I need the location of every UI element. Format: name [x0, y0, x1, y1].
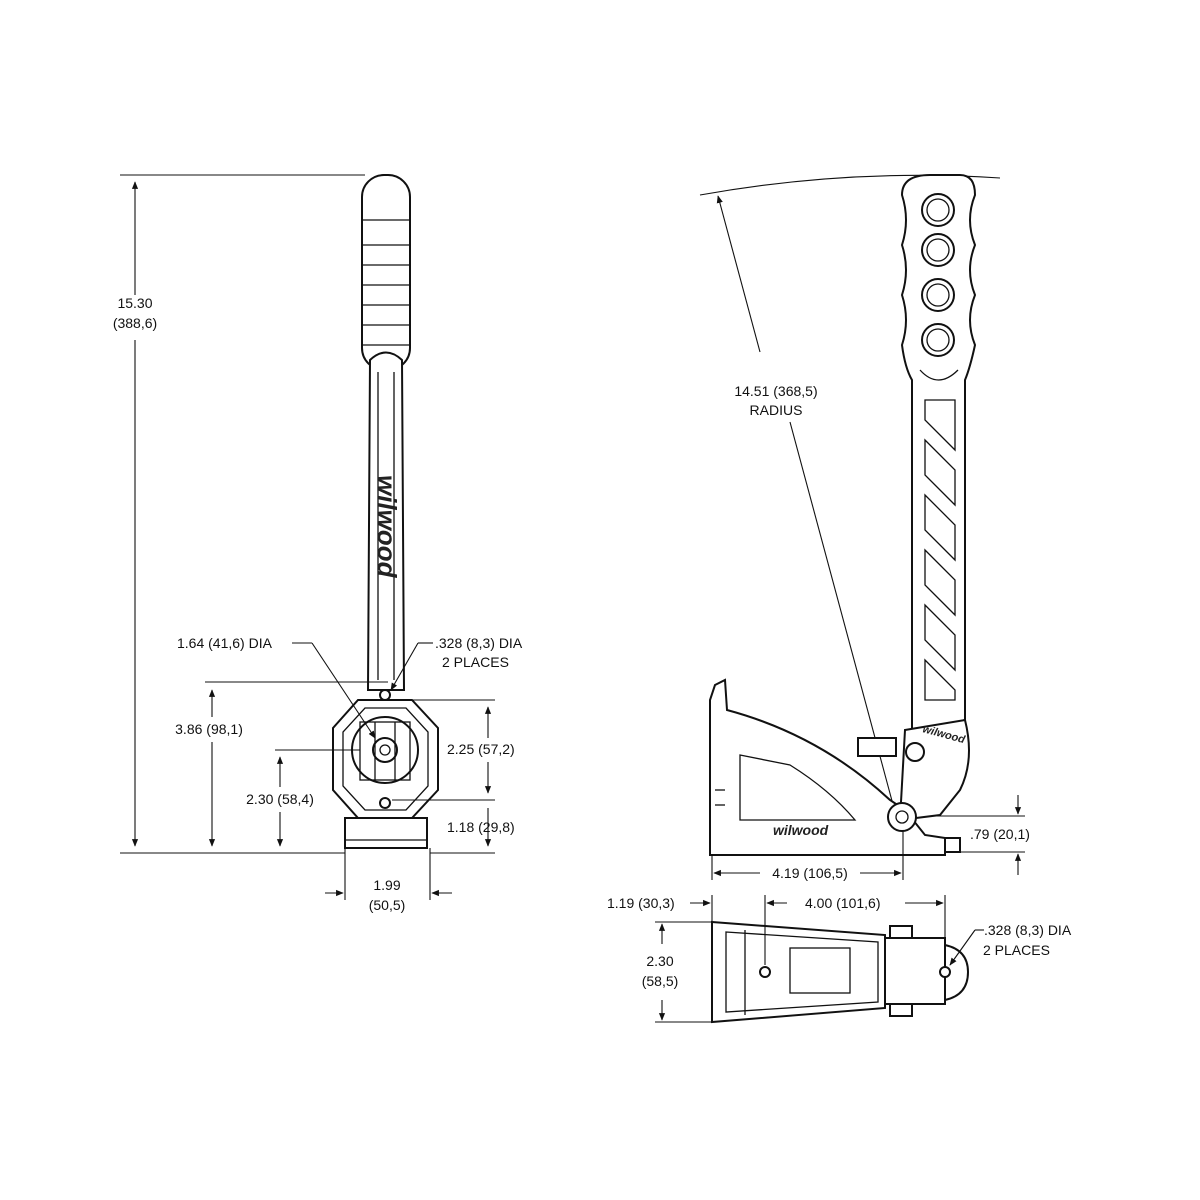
base-length-label: 4.19 (106,5) [772, 865, 848, 881]
side-logo-base: wilwood [773, 822, 829, 838]
overall-height-dimension [120, 174, 365, 854]
base-to-pivot-dimension [275, 749, 360, 847]
overall-height-metric-label: (388,6) [113, 315, 157, 331]
side-view: 14.51 (368,5) RADIUS wi [699, 174, 1030, 881]
hole-spacing-label: 2.25 (57,2) [447, 741, 515, 757]
top-horizontal-dimensions [690, 895, 946, 965]
radius-line [716, 195, 761, 353]
side-base-bracket: wilwood [709, 678, 961, 856]
hole-dia-leader [390, 642, 433, 691]
front-hole-dia-label: .328 (8,3) DIA [435, 635, 523, 651]
top-front-offset-label: 1.19 (30,3) [607, 895, 675, 911]
top-body [711, 920, 970, 1024]
side-main-pivot [887, 802, 917, 832]
front-logo: wilwood [372, 475, 402, 579]
top-view: 1.19 (30,3) 4.00 (101,6) 2.30 (58,5) .32… [607, 895, 1072, 1024]
side-pivot-body: wilwood [857, 718, 970, 822]
top-hole-dia-leader [949, 929, 984, 966]
radius-value-label: 14.51 (368,5) [734, 383, 817, 399]
base-height-label: .79 (20,1) [970, 826, 1030, 842]
side-handle [900, 174, 977, 737]
front-view: wilwood 15.30 (388,6) [113, 174, 523, 913]
pivot-dia-label: 1.64 (41,6) DIA [177, 635, 273, 651]
base-length-dimension [711, 830, 904, 880]
top-front-hole [759, 966, 771, 978]
base-to-pivot-label: 2.30 (58,4) [246, 791, 314, 807]
base-height-dimension [935, 795, 1025, 875]
front-hole-places-label: 2 PLACES [442, 654, 509, 670]
base-to-hole-dimension [430, 808, 495, 854]
top-width-label: 2.30 [646, 953, 673, 969]
radius-word-label: RADIUS [750, 402, 803, 418]
top-rear-hole [939, 966, 951, 978]
top-hole-spacing-label: 4.00 (101,6) [805, 895, 881, 911]
base-width-label: 1.99 [373, 877, 400, 893]
top-width-dimension [655, 921, 712, 1023]
top-hole-dia-label: .328 (8,3) DIA [984, 922, 1072, 938]
base-to-hole-label: 1.18 (29,8) [447, 819, 515, 835]
pivot-height-label: 3.86 (98,1) [175, 721, 243, 737]
pivot-dia-leader [292, 642, 376, 739]
front-top-hole [379, 689, 391, 701]
base-width-metric-label: (50,5) [369, 897, 406, 913]
top-hole-places-label: 2 PLACES [983, 942, 1050, 958]
front-lever-shaft [366, 351, 406, 691]
front-pivot [351, 716, 419, 784]
overall-height-label: 15.30 [117, 295, 152, 311]
front-handle-grip [361, 174, 411, 371]
top-width-metric-label: (58,5) [642, 973, 679, 989]
front-bottom-hole [379, 797, 391, 809]
base-width-dimension [325, 848, 452, 900]
hole-spacing-dimension [392, 699, 495, 801]
pivot-height-dimension [205, 681, 388, 847]
